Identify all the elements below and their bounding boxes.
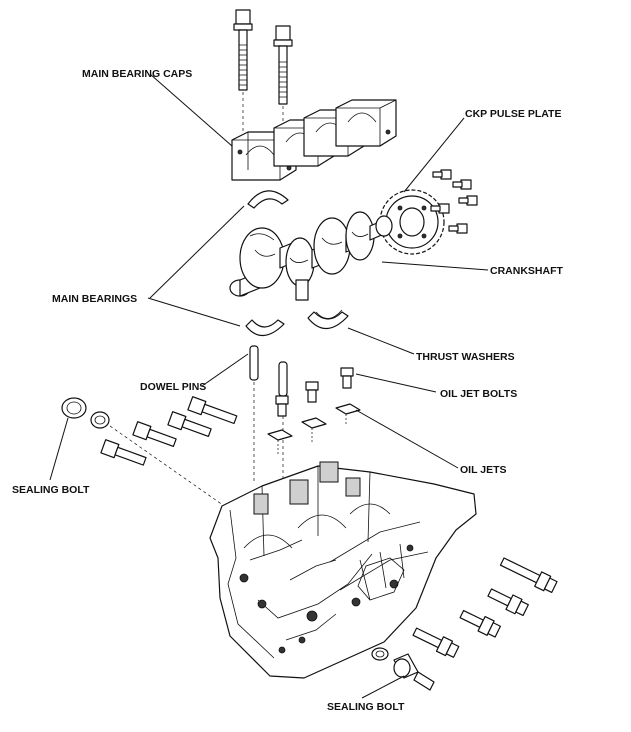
oil-jets-part xyxy=(267,403,361,454)
sealing-bolt-bottom-part xyxy=(371,647,435,691)
label-main-bearing-caps: MAIN BEARING CAPS xyxy=(82,68,192,80)
bearing-cap-bolt-right xyxy=(273,25,293,126)
label-oil-jet-bolts: OIL JET BOLTS xyxy=(440,388,517,400)
oil-jet-bolts-part xyxy=(275,367,354,417)
label-sealing-bolt-left: SEALING BOLT xyxy=(12,484,90,496)
main-bearing-lower-part xyxy=(245,319,285,337)
ckp-bolts xyxy=(430,169,478,234)
side-bolts-right xyxy=(412,557,558,658)
side-bolts-left xyxy=(100,396,238,466)
label-thrust-washers: THRUST WASHERS xyxy=(416,351,515,363)
leader-lines xyxy=(49,73,489,699)
crankshaft-part xyxy=(229,211,393,301)
main-bearing-upper-part xyxy=(247,190,289,209)
label-dowel-pins: DOWEL PINS xyxy=(140,381,206,393)
thrust-washers-part xyxy=(307,309,349,330)
label-oil-jets: OIL JETS xyxy=(460,464,507,476)
sealing-bolt-left-part xyxy=(61,397,231,511)
ckp-pulse-plate-part xyxy=(379,189,445,255)
label-sealing-bolt-bottom: SEALING BOLT xyxy=(327,701,405,713)
bearing-cap-bolt-left xyxy=(233,9,253,132)
label-ckp-pulse-plate: CKP PULSE PLATE xyxy=(465,108,561,120)
main-bearing-caps-part xyxy=(231,99,397,181)
label-crankshaft: CRANKSHAFT xyxy=(490,265,563,277)
label-main-bearings: MAIN BEARINGS xyxy=(52,293,137,305)
cylinder-block-part xyxy=(209,461,477,679)
